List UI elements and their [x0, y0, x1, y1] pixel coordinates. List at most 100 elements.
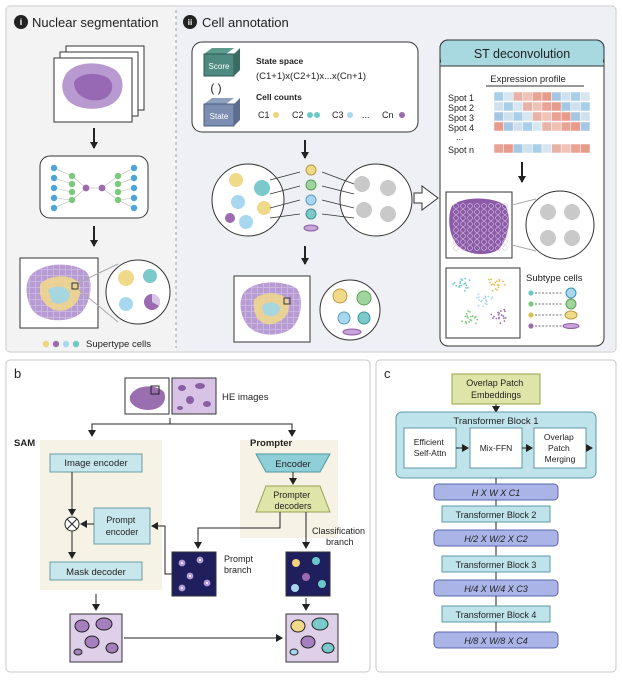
section-i-title: Nuclear segmentation	[32, 15, 158, 30]
state-cube-label: State	[210, 112, 229, 121]
umap-point	[468, 279, 471, 281]
supertype-legend: Supertype cells	[42, 339, 151, 350]
heatmap-cell	[560, 101, 572, 112]
spot-circle	[453, 233, 459, 239]
mix-ffn-label: Mix-FFN	[480, 443, 513, 453]
umap-point	[466, 315, 469, 318]
spot-circle	[474, 203, 480, 209]
spot-circle	[502, 221, 508, 227]
spot-circle	[467, 209, 473, 215]
umap-point	[498, 312, 501, 315]
umap-point	[496, 289, 499, 291]
spot-circle	[467, 221, 473, 227]
umap-point	[490, 298, 493, 300]
heatmap-cell	[570, 101, 581, 112]
spot-circle	[474, 227, 480, 233]
overlap-patch-merging-line-3: Merging	[545, 454, 576, 464]
spot-circle	[460, 215, 466, 221]
heatmap-cell	[551, 143, 562, 154]
heatmap-cell	[541, 121, 552, 132]
encoder-label: Encoder	[275, 459, 310, 470]
image-encoder-box	[49, 453, 143, 473]
heatmap-cell	[551, 101, 562, 112]
heatmap-cell	[532, 111, 543, 122]
spot-circle	[467, 233, 473, 239]
umap-point	[477, 293, 480, 296]
heatmap-cell	[522, 101, 533, 112]
spot-circle	[460, 221, 466, 227]
spot-circle	[488, 209, 494, 215]
spot-circle	[460, 203, 466, 209]
heatmap-cell	[512, 111, 524, 122]
umap-point	[459, 282, 462, 285]
umap-point	[461, 320, 463, 323]
umap-point	[455, 285, 458, 287]
annotated-tissue	[233, 275, 381, 343]
subtype-cells-label: Subtype cells	[526, 273, 583, 284]
heatmap-cell	[570, 111, 581, 122]
umap-point	[485, 299, 487, 302]
spot-1-label: Spot 1	[448, 93, 474, 103]
umap-point	[465, 322, 468, 325]
st-deconvolution-title: ST deconvolution	[474, 47, 570, 61]
umap-point	[498, 284, 500, 287]
spot-tissue	[445, 190, 595, 260]
umap-point	[497, 286, 500, 289]
umap-point	[503, 308, 506, 311]
heatmap-cell	[541, 91, 552, 102]
heatmap-cell	[503, 111, 514, 122]
classification-branch-label: Classification branch	[312, 526, 368, 547]
heatmap-cell	[580, 111, 591, 122]
classification-branch-image	[285, 551, 331, 597]
umap-point	[504, 317, 507, 319]
umap-point	[459, 280, 462, 283]
spot-circle	[502, 227, 508, 233]
heatmap-cell	[580, 121, 591, 132]
heatmap-cell	[512, 91, 524, 102]
umap-point	[480, 300, 482, 303]
heatmap-cell	[493, 121, 504, 132]
spot-circle	[474, 209, 480, 215]
heatmap-cell	[532, 143, 543, 154]
state-space-box: Score ( ) State State space (C1+1)x(C2+1…	[191, 41, 419, 133]
umap-point	[464, 277, 467, 280]
heatmap-cell	[512, 101, 524, 112]
panel-b-frame	[5, 359, 371, 673]
umap-point	[477, 304, 480, 307]
mask-decoder-box	[49, 561, 143, 581]
umap-point	[493, 315, 495, 318]
heatmap-cell	[541, 111, 552, 122]
umap-point	[486, 303, 488, 306]
panel-c-label: c	[384, 366, 391, 381]
spot-ellipsis: ...	[456, 132, 464, 142]
cell-counts-title: Cell counts	[256, 92, 302, 102]
umap-point	[460, 278, 463, 280]
umap-point	[458, 286, 461, 288]
heatmap-cell	[503, 143, 514, 154]
umap-point	[490, 313, 493, 316]
umap-point	[467, 317, 469, 319]
heatmap-cell	[570, 143, 581, 154]
umap-point	[461, 279, 464, 282]
umap-point	[504, 310, 506, 313]
umap-point	[463, 290, 466, 292]
heatmap-cell	[493, 91, 504, 102]
umap-point	[482, 297, 485, 300]
count-c3: C3	[332, 110, 344, 120]
sam-label: SAM	[14, 438, 35, 449]
umap-point	[502, 315, 505, 317]
heatmap-cell	[551, 91, 562, 102]
heatmap-cell	[503, 121, 514, 132]
spot-circle	[453, 203, 459, 209]
mask-decoder-label: Mask decoder	[66, 567, 126, 578]
section-ii-badge	[183, 15, 197, 29]
spot-circle	[453, 245, 459, 251]
umap-point	[475, 315, 477, 318]
umap-point	[476, 318, 479, 321]
arrow-branch-to-prompt-encoder	[151, 522, 172, 575]
bracket-glyph: ( )	[210, 81, 221, 95]
dim-label-4: H/8 X W/8 X C4	[464, 636, 528, 646]
image-encoder-label: Image encoder	[64, 458, 127, 469]
spot-circle	[474, 239, 480, 245]
